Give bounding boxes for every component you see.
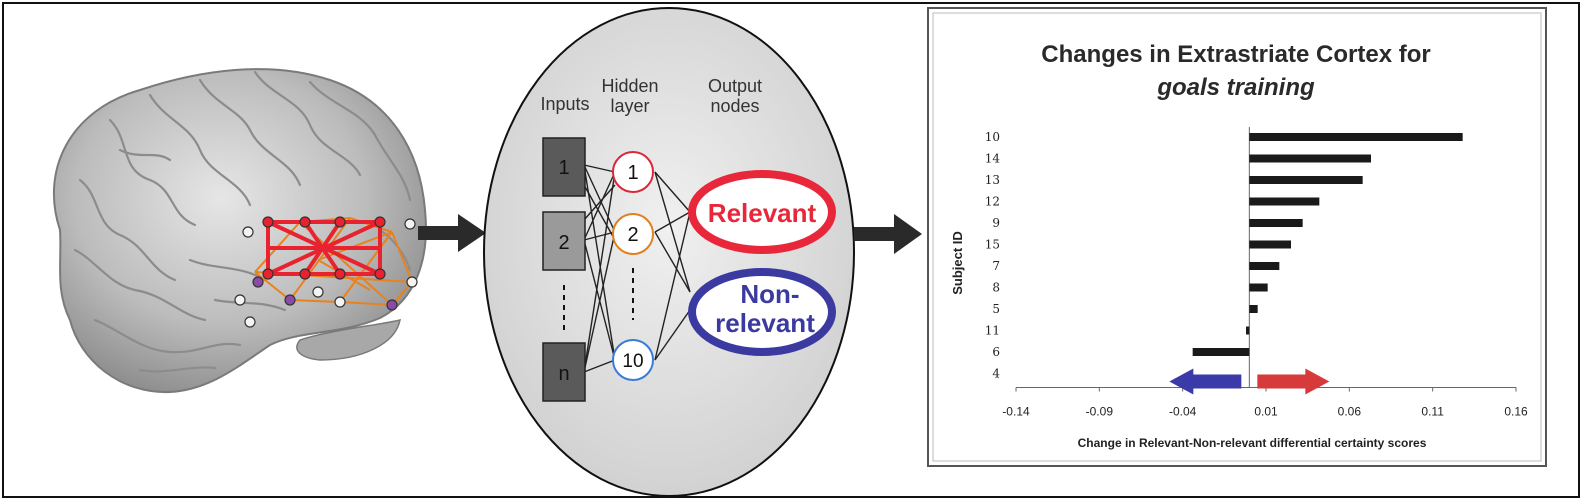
- bar-subject-15: [1249, 240, 1291, 249]
- x-tick-label: -0.09: [1086, 405, 1114, 419]
- y-tick-label: 7: [992, 259, 1000, 273]
- hidden-node-1: [612, 151, 654, 193]
- y-axis-label: Subject ID: [950, 231, 965, 295]
- input-node-2: [542, 211, 586, 271]
- inputs-header: Inputs: [540, 94, 589, 114]
- output-header-line1: Output: [708, 76, 762, 96]
- output-relevant-label: Relevant: [708, 198, 817, 228]
- input-node-1: [542, 137, 586, 197]
- bar-subject-14: [1249, 154, 1371, 163]
- chart-panel: Changes in Extrastriate Cortex for goals…: [927, 7, 1547, 467]
- chart-title-line2: goals training: [1156, 74, 1315, 101]
- input-node-2-label: 2: [558, 232, 569, 254]
- bar-subject-7: [1249, 262, 1280, 270]
- x-tick-label: 0.06: [1338, 405, 1362, 419]
- y-tick-label: 12: [985, 195, 1000, 209]
- output-header-line2: nodes: [710, 96, 759, 116]
- bar-subject-10: [1249, 133, 1463, 141]
- y-tick-label: 5: [992, 302, 1000, 316]
- arrow-brain-to-network: [418, 214, 486, 252]
- y-tick-label: 10: [985, 130, 1000, 144]
- x-axis-label: Change in Relevant-Non-relevant differen…: [1078, 436, 1427, 450]
- y-tick-label: 9: [992, 216, 1000, 230]
- hidden-node-1-label: 1: [627, 162, 638, 184]
- y-tick-label: 13: [985, 173, 1000, 187]
- hidden-node-2: [612, 213, 654, 255]
- arrow-left-nonrelevant: [1169, 368, 1242, 395]
- input-node-1-label: 1: [558, 157, 569, 179]
- input-node-n: [542, 342, 586, 402]
- output-node-relevant: [688, 170, 836, 254]
- bar-subject-13: [1249, 176, 1363, 184]
- y-tick-label: 15: [985, 238, 1000, 252]
- bar-subject-12: [1249, 197, 1320, 206]
- arrow-right-relevant: [1257, 368, 1330, 395]
- x-tick-label: -0.04: [1169, 405, 1197, 419]
- chart-plot-area: -0.14 -0.09 -0.04 0.01 0.06 0.11 0.16 10 14 13 12 9…: [985, 127, 1528, 419]
- output-node-nonrelevant: [688, 268, 836, 356]
- input-node-n-label: n: [558, 363, 569, 385]
- bar-subject-9: [1249, 219, 1303, 227]
- x-tick-label: 0.01: [1254, 405, 1278, 419]
- output-nonrelevant-label-line1: Non-: [740, 279, 799, 309]
- hidden-node-2-label: 2: [627, 224, 638, 246]
- x-tick-label: -0.14: [1002, 405, 1030, 419]
- bar-subject-11: [1246, 326, 1250, 335]
- arrow-network-to-chart: [854, 214, 922, 254]
- hidden-node-10: [612, 339, 654, 381]
- y-tick-label: 4: [992, 367, 1000, 381]
- hidden-node-10-label: 10: [622, 351, 643, 372]
- brain-illustration: [52, 68, 427, 394]
- x-tick-label: 0.11: [1421, 405, 1444, 419]
- hidden-output-connections: [654, 171, 691, 361]
- y-tick-label: 11: [985, 324, 1000, 338]
- neural-network-diagram: Inputs Hidden layer Output nodes: [483, 7, 855, 497]
- output-nonrelevant-label-line2: relevant: [715, 308, 815, 338]
- bar-subject-5: [1249, 305, 1258, 313]
- chart-border: [927, 7, 1547, 467]
- hidden-header-line2: layer: [610, 96, 649, 116]
- y-tick-label: 6: [992, 345, 1000, 359]
- hidden-header-line1: Hidden: [601, 76, 658, 96]
- bar-subject-8: [1249, 283, 1268, 292]
- chart-title-line1: Changes in Extrastriate Cortex for: [1041, 41, 1430, 68]
- y-tick-label: 8: [992, 281, 1000, 295]
- y-tick-label: 14: [985, 152, 1001, 166]
- input-hidden-connections: [583, 164, 616, 373]
- bar-subject-6: [1192, 348, 1250, 356]
- x-tick-label: 0.16: [1504, 405, 1528, 419]
